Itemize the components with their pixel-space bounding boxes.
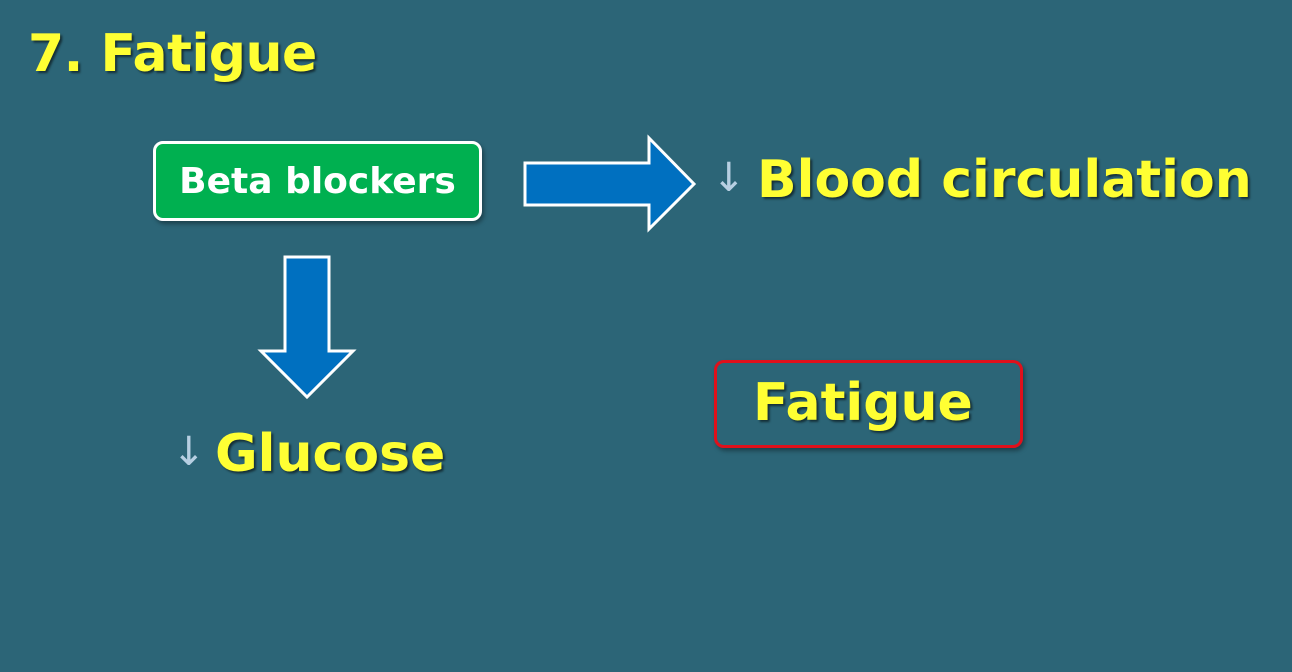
beta-blockers-label: Beta blockers [179,160,456,202]
fatigue-box: Fatigue [714,360,1023,448]
glucose-label: Glucose [215,424,446,484]
fatigue-label: Fatigue [753,373,973,433]
decrease-arrow-icon: ↓ [172,429,206,475]
blood-circulation-label: Blood circulation [757,150,1252,210]
decrease-arrow-icon: ↓ [712,155,746,201]
right-arrow-icon [523,134,697,233]
beta-blockers-box: Beta blockers [153,141,482,221]
down-arrow-icon [257,255,357,400]
slide-title: 7. Fatigue [28,24,317,84]
